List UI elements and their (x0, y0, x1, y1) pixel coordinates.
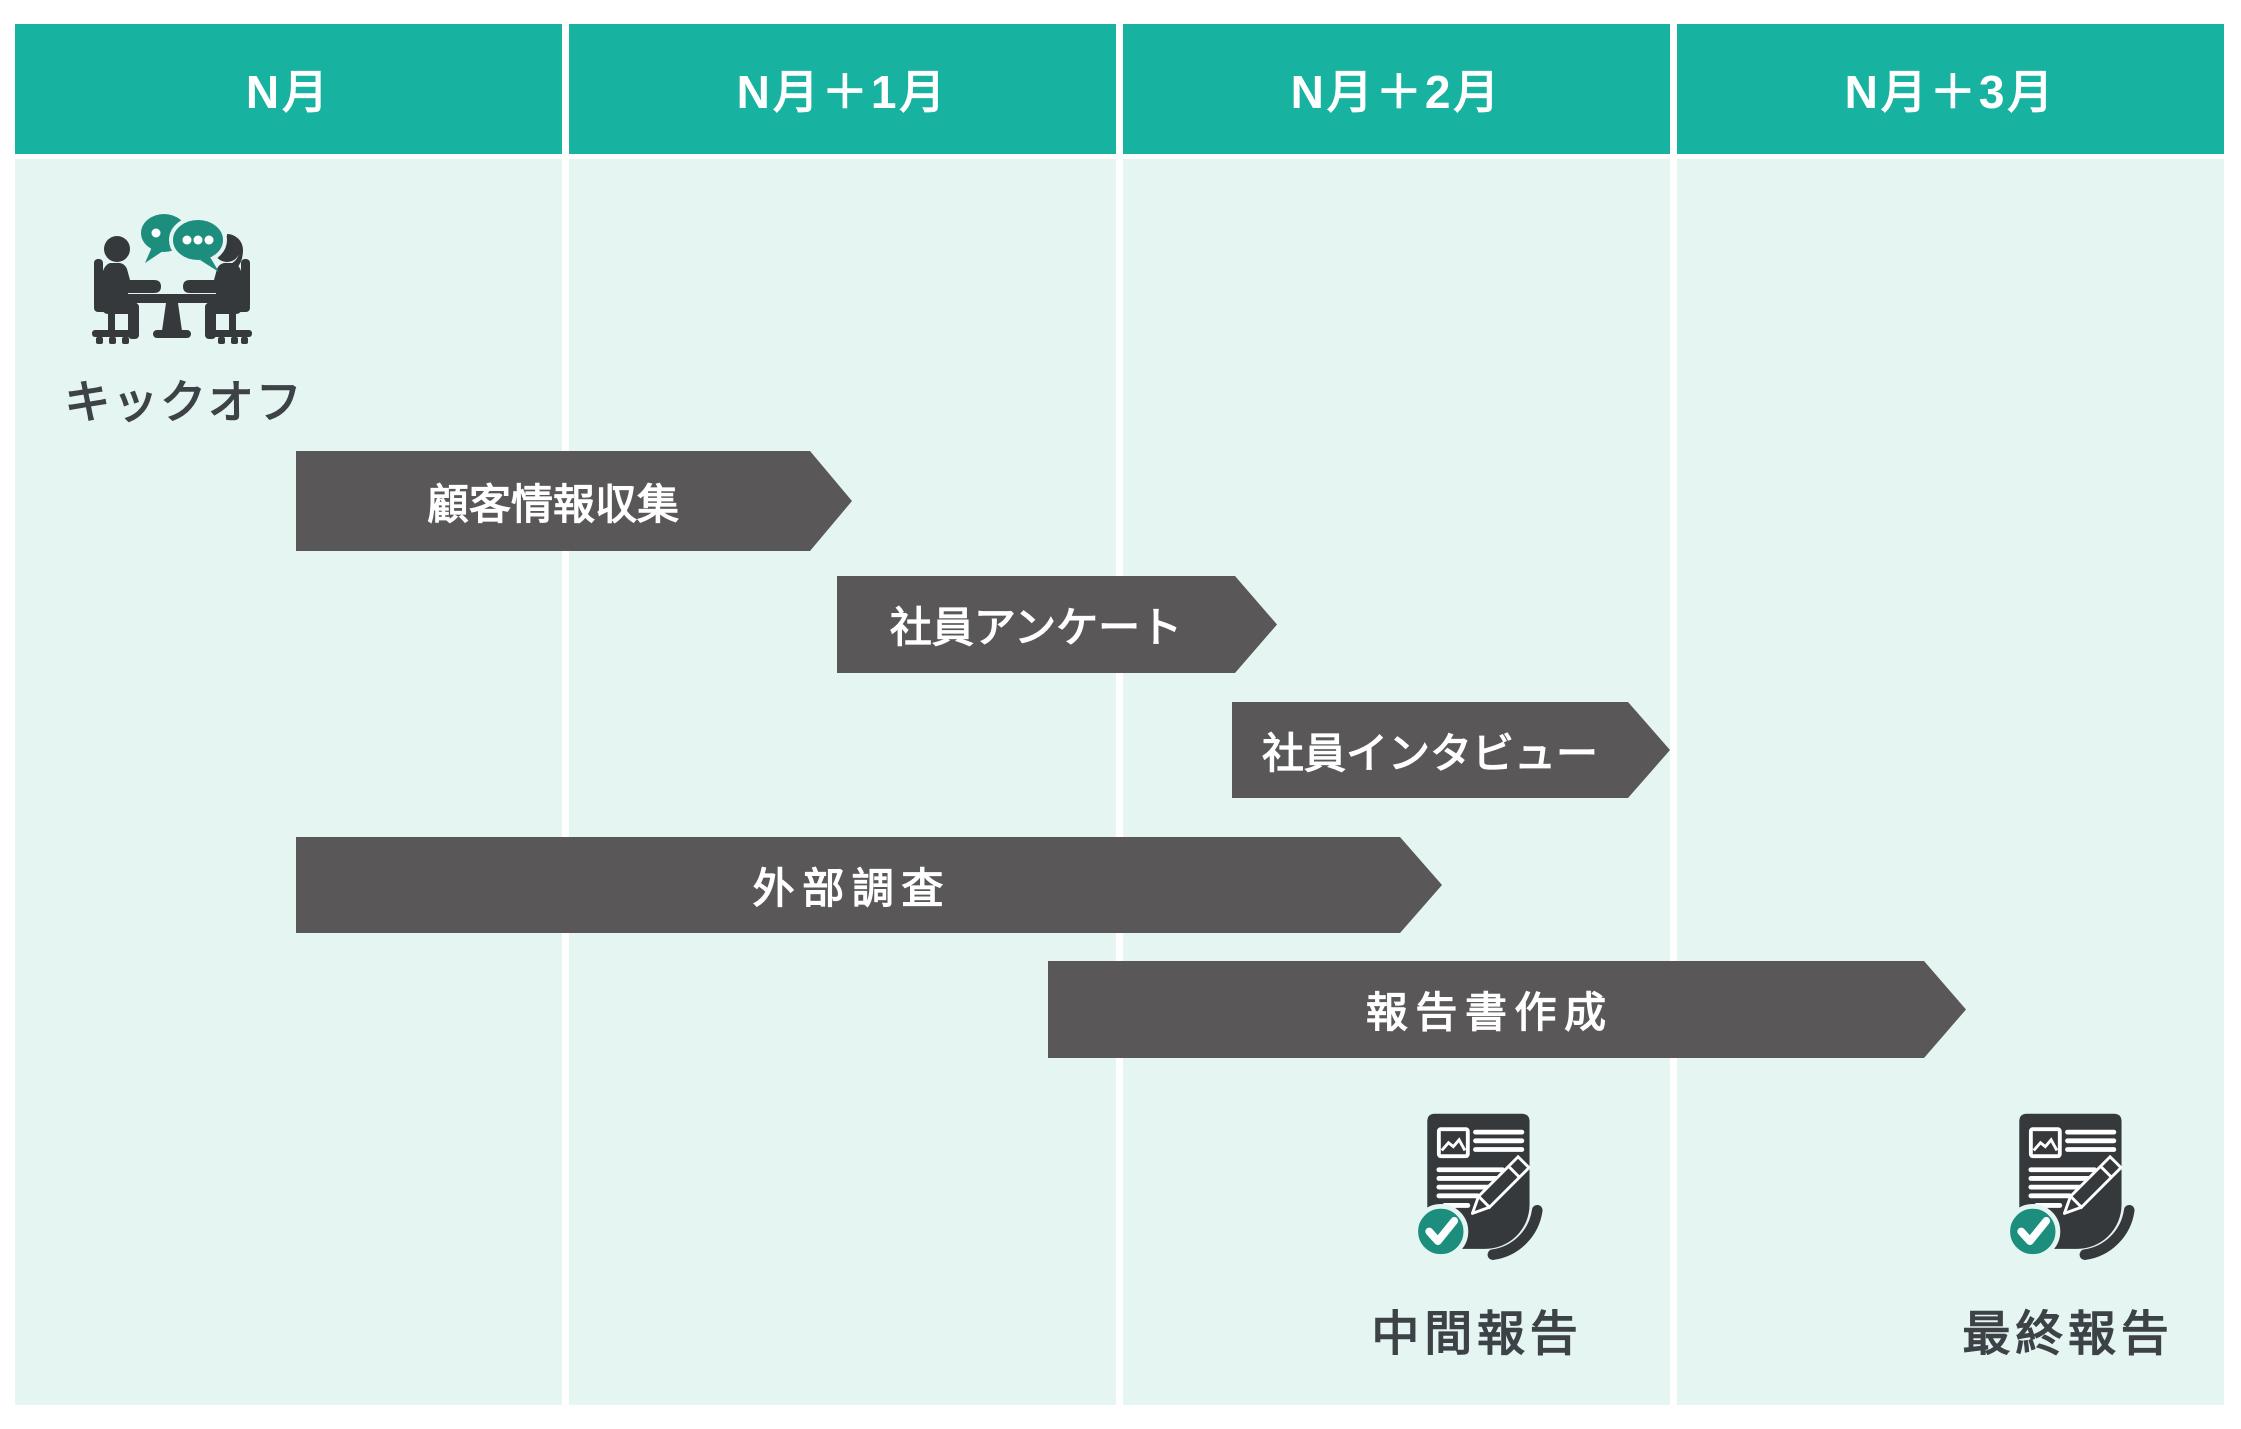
task-bar-report-writing: 報告書作成 (1048, 961, 1966, 1058)
task-bar-employee-interview: 社員インタビュー (1232, 702, 1670, 798)
milestone-label-final-report: 最終報告 (1962, 1308, 2174, 1361)
task-bar-label: 社員アンケート (889, 604, 1183, 651)
kickoff-label: キックオフ (64, 376, 304, 428)
report-check-icon (2005, 1113, 2135, 1260)
month-header-row: N月 N月＋1月 N月＋2月 N月＋3月 (15, 24, 2224, 154)
month-columns (15, 159, 2224, 1405)
month-header-n-plus-2: N月＋2月 (1123, 24, 1670, 154)
month-header-n-plus-3: N月＋3月 (1677, 24, 2224, 154)
month-column-bg-2 (569, 159, 1116, 1405)
task-bar-label: 顧客情報収集 (426, 480, 679, 528)
task-bar-label: 外部調査 (752, 864, 951, 912)
task-bar-label: 社員インタビュー (1261, 729, 1598, 777)
report-check-icon (1413, 1113, 1543, 1260)
task-bar-external-research: 外部調査 (296, 837, 1442, 933)
month-header-n-plus-1: N月＋1月 (569, 24, 1116, 154)
speech-bubbles-icon (141, 214, 227, 272)
task-bar-customer-info: 顧客情報収集 (296, 451, 852, 551)
task-bar-label: 報告書作成 (1365, 989, 1614, 1036)
task-bar-employee-survey: 社員アンケート (837, 576, 1277, 673)
month-column-bg-4 (1677, 159, 2224, 1405)
meeting-discussion-icon (92, 214, 252, 344)
milestone-label-interim-report: 中間報告 (1371, 1308, 1583, 1361)
month-header-n: N月 (15, 24, 562, 154)
month-column-bg-1 (15, 159, 562, 1405)
